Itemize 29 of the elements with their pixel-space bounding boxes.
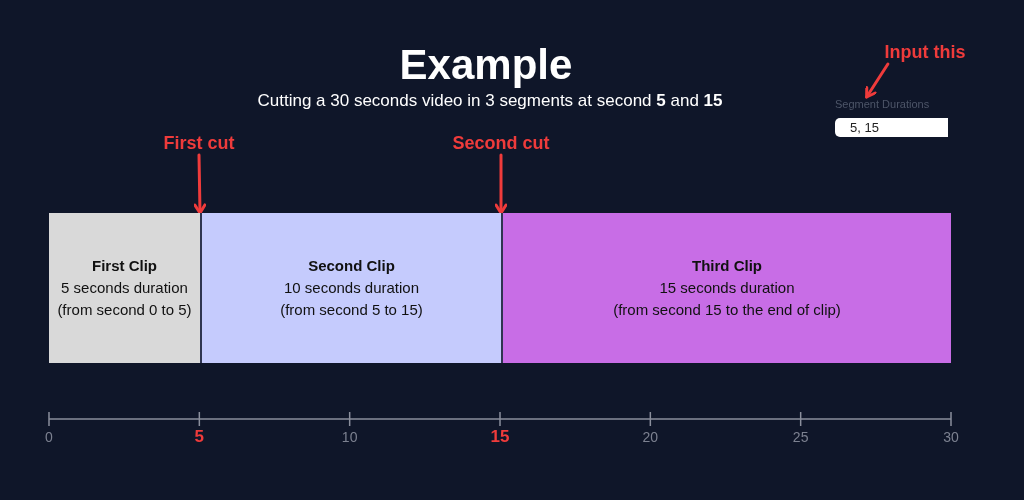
tick-label: 25 — [791, 428, 810, 446]
clip-description: 15 seconds duration — [659, 278, 795, 298]
arrow — [193, 153, 207, 215]
arrow — [494, 153, 508, 215]
clip-description: (from second 0 to 5) — [57, 300, 192, 320]
tick-label: 10 — [340, 428, 359, 446]
tick-label: 15 — [489, 428, 511, 446]
clip-title: Second Clip — [308, 256, 395, 276]
clip-description: 5 seconds duration — [61, 278, 188, 298]
clip-title: Third Clip — [692, 256, 762, 276]
clip-segment — [501, 213, 951, 363]
arrow — [865, 62, 890, 99]
field-label: Segment Durations — [835, 97, 930, 111]
tick-label: 0 — [44, 428, 54, 446]
clip-description: (from second 5 to 15) — [280, 300, 423, 320]
tick-label: 5 — [193, 428, 206, 446]
clip-description: 10 seconds duration — [283, 278, 420, 298]
subtitle: Cutting a 30 seconds video in 3 segments at second 5 and 15 — [256, 90, 724, 112]
title: Example — [398, 42, 574, 88]
clip-title: First Clip — [92, 256, 157, 276]
tick-label: 30 — [942, 428, 960, 446]
clip-segment — [200, 213, 501, 363]
annotation-label: Input this — [872, 40, 978, 64]
annotation-label: Second cut — [446, 131, 556, 155]
input-field: 5, 15 — [835, 118, 948, 137]
clip-description: (from second 15 to the end of clip) — [613, 300, 841, 320]
clip-segment — [49, 213, 200, 363]
tick-label: 20 — [641, 428, 660, 446]
annotation-label: First cut — [150, 131, 248, 155]
